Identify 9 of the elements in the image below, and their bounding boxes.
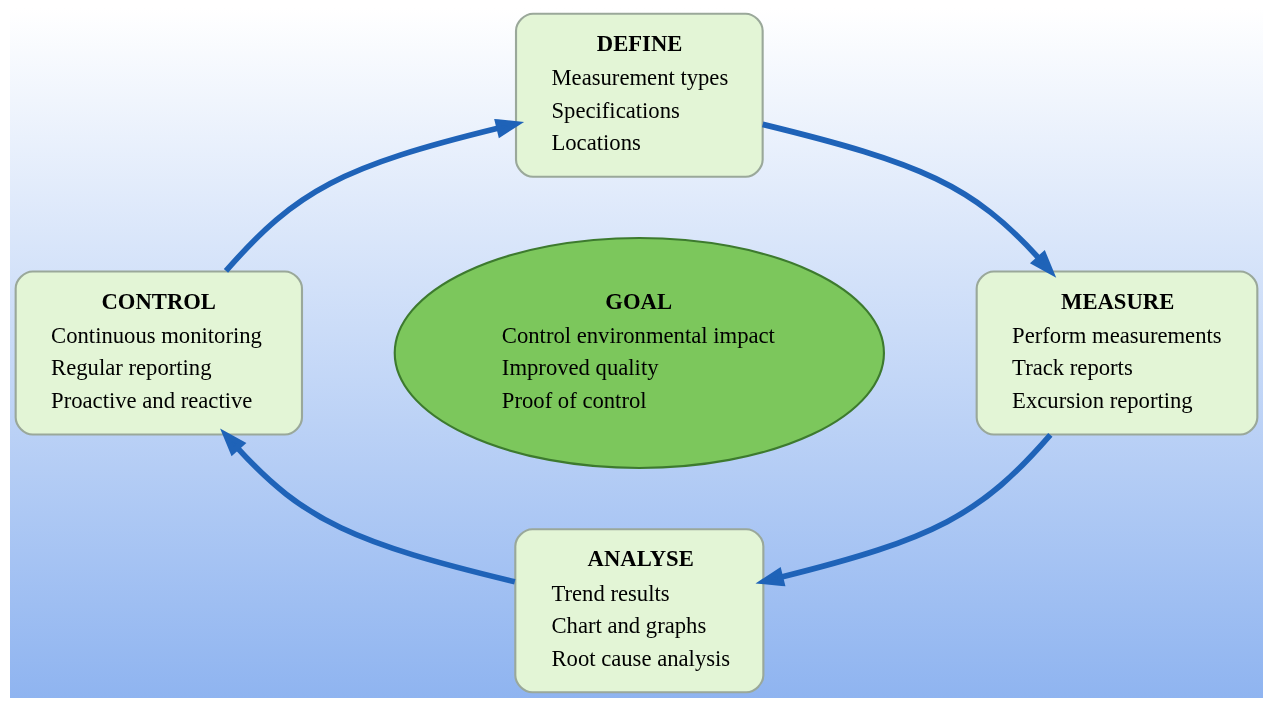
arrow	[219, 428, 515, 585]
arrow	[223, 118, 524, 273]
node-box: MEASURE Perform measurements Track reports Excursion reporting	[975, 270, 1258, 436]
node-box: CONTROL Continuous monitoring Regular reporting Proactive and reactive	[14, 270, 303, 436]
arrow	[754, 432, 1052, 587]
node-ellipse: GOAL Control environmental impact Improved quality Proof of control	[393, 236, 885, 470]
arrow	[761, 121, 1056, 278]
node-box: DEFINE Measurement types Specifications Locations	[514, 12, 764, 178]
node-box: ANALYSE Trend results Chart and graphs Root cause analysis	[513, 528, 764, 694]
